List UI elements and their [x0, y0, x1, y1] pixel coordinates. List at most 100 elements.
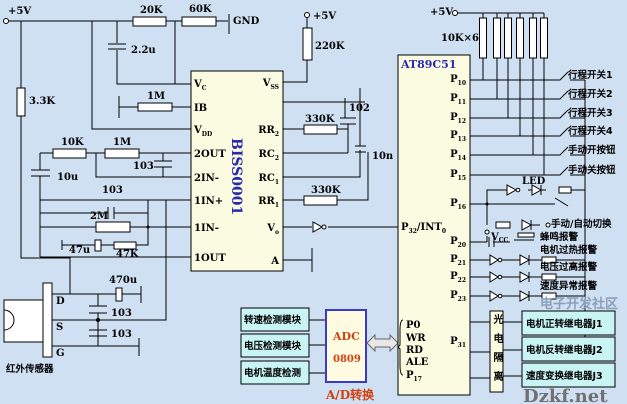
pin-name: IB [194, 103, 207, 114]
module-label: 电压检测模块 [244, 340, 302, 352]
resistor-1m-2out [104, 148, 140, 159]
pin-subscript: 11 [458, 99, 466, 106]
alarm-label: 电机过热报警 [540, 244, 598, 256]
relay-box-3 [521, 362, 616, 388]
inverter [489, 290, 499, 302]
pin-name: A [270, 256, 279, 267]
biss-pin-right: RC2 [259, 149, 279, 162]
watermark-cn: 电子开发社区 [540, 296, 618, 312]
pullup-resistor [479, 17, 487, 59]
label-1m-ib: 1M [147, 91, 165, 102]
vcc-left-label: +5V [8, 6, 31, 17]
resistor-330k-b [303, 195, 338, 206]
watermark-en: Dzkf.net [523, 386, 608, 404]
label-20k: 20K [140, 5, 163, 16]
pin-subscript: 22 [458, 277, 466, 284]
label-60k: 60K [189, 4, 212, 15]
ir-sensor-header [42, 282, 53, 358]
at89c51-title: AT89C51 [400, 58, 457, 71]
alarm-resistor [541, 292, 557, 300]
label-103-b: 103 [102, 185, 123, 196]
resistor-220k [302, 27, 313, 61]
pin-subscript: o [275, 229, 279, 236]
label-1m-2out: 1M [113, 137, 131, 148]
biss-pin-right: RR2 [258, 125, 279, 138]
pin-name: P [450, 271, 458, 282]
sensor-label: 红外传感器 [6, 363, 54, 375]
mcu-pin: P13 [450, 130, 466, 143]
pin-name: P [450, 112, 458, 123]
pin-name: V [266, 223, 275, 234]
pin-subscript: 31 [458, 342, 466, 349]
resistor-330k-a [303, 124, 338, 135]
mcu-pin: P31 [450, 336, 466, 349]
biss-pin-left: 1IN- [194, 223, 219, 234]
pin-name: P [450, 130, 458, 141]
label-47k: 47K [116, 249, 139, 260]
pin-subscript: 14 [458, 155, 466, 162]
biss0001-chip [190, 70, 284, 272]
resistor-20k [132, 16, 167, 27]
mcu-pin: P23 [450, 290, 466, 303]
label-470u: 470u [109, 275, 137, 286]
label-2u2: 2.2u [131, 45, 156, 56]
resistor-10k [52, 148, 87, 159]
vcc-right-label: +5V [430, 7, 453, 18]
pin-name: V [262, 78, 271, 89]
biss-pin-left: 2IN- [194, 173, 219, 184]
pin-name: P0 [406, 320, 421, 331]
pin-name: P [406, 370, 414, 381]
label-47u: 47u [69, 245, 90, 256]
biss-pin-left: 2OUT [194, 149, 226, 160]
inverter [489, 271, 499, 283]
inverter-vo [312, 221, 324, 233]
pin-d: D [56, 296, 65, 307]
mcu-bus-pin: RD [406, 345, 423, 356]
biss-pin-left: 1IN+ [194, 196, 223, 207]
label-103-c: 103 [111, 308, 132, 319]
input-label-2: 行程开关2 [567, 88, 613, 100]
buzzer-icon [517, 232, 535, 238]
resistor-47k [113, 241, 137, 250]
pin-s: S [56, 322, 63, 333]
relay-box-2 [521, 336, 616, 362]
pin-name: 1IN- [194, 223, 219, 234]
label-102: 102 [349, 103, 370, 114]
pin-name: 2OUT [194, 149, 226, 160]
relay-label: 电机正转继电器J1 [526, 318, 603, 330]
mode-switch-label: 手动/自动切换 [551, 218, 612, 230]
input-label-3: 行程开关3 [567, 107, 613, 119]
label-330k-b: 330K [311, 185, 341, 196]
alarm-led [519, 271, 531, 283]
pullup-resistor [540, 17, 548, 59]
pin-subscript: C [202, 85, 207, 92]
label-10k: 10K [61, 137, 84, 148]
pullup-resistor [504, 17, 512, 59]
alarm-resistor [541, 256, 557, 264]
module-label: 转速检测模块 [244, 314, 302, 326]
pin-subscript: 1 [275, 202, 279, 209]
relay-label: 速度变换继电器J3 [526, 370, 603, 382]
pin-subscript: 20 [458, 242, 466, 249]
pin-name: V [193, 79, 202, 90]
inverter-led [506, 184, 518, 196]
pin-int0: P32/INT0 [401, 222, 446, 235]
capacitor-470u [115, 287, 123, 302]
label-rpack: 10K×6 [441, 33, 479, 44]
at89c51-chip [397, 54, 471, 396]
label-330k-a: 330K [305, 114, 335, 125]
pin-subscript: 16 [458, 204, 466, 211]
resistor-2m [95, 221, 131, 233]
resistor-60k [181, 16, 217, 27]
pin-subscript: 10 [458, 80, 466, 87]
alarm-label: 速度异常报警 [540, 280, 598, 292]
pin-name: RR [258, 196, 275, 207]
input-label-6: 手动关按钮 [568, 164, 616, 176]
pin-name: WR [405, 333, 426, 344]
pullup-resistor [529, 17, 537, 59]
relay-label: 电机反转继电器J2 [526, 344, 603, 356]
opto-isolator-label: 光电隔离 [491, 314, 502, 390]
mode-switch-terminal [545, 222, 551, 228]
input-label-1: 行程开关1 [567, 69, 613, 81]
